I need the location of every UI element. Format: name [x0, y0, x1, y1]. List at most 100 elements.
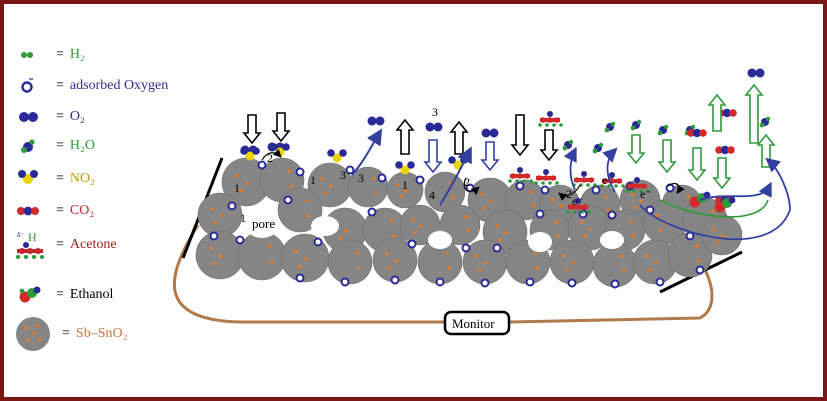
sb-dopant-dot — [715, 240, 720, 245]
sb-dopant-dot — [498, 238, 502, 242]
sb-dopant-dot — [475, 254, 479, 258]
sb-dopant-dot — [235, 173, 240, 178]
acetone-molecule — [554, 117, 560, 123]
adsorbed-oxygen-ion — [567, 278, 577, 288]
adsorbed-oxygen-ion — [227, 201, 237, 211]
no2-molecule — [327, 149, 335, 157]
step-arrow — [558, 184, 581, 202]
sb-dopant-dot — [338, 236, 342, 240]
legend-item-acetone: δ⁻ H = Acetone — [14, 228, 117, 262]
sb-dopant-dot — [394, 259, 398, 263]
no2-molecule — [332, 153, 342, 163]
acetone-molecule — [582, 204, 588, 210]
no2-molecule — [395, 161, 403, 169]
sno2-particle — [327, 239, 373, 285]
sb-dopant-dot — [210, 207, 214, 211]
svg-text:H: H — [28, 230, 37, 244]
acetone-molecule — [545, 123, 549, 127]
step-label: 1 — [240, 211, 246, 225]
reaction-arrow — [439, 146, 472, 206]
co2-molecule — [720, 145, 730, 155]
acetone-molecule — [607, 184, 611, 188]
sb-dopant-dot — [390, 219, 394, 223]
sb-dopant-dot — [721, 234, 725, 238]
acetone-molecule — [634, 183, 640, 189]
legend-label-co2: CO₂ — [69, 203, 95, 218]
electron-label: e⁻ — [572, 194, 584, 208]
legend-label-acetone: Acetone — [69, 237, 117, 252]
adsorption-arrow — [242, 114, 262, 145]
oxygen-molecule — [367, 116, 377, 126]
sb-dopant-dot — [550, 197, 555, 202]
adsorption-arrow — [510, 114, 530, 157]
carbon-dioxide-icon — [14, 198, 54, 224]
adsorbed-oxygen-ion — [340, 277, 350, 287]
adsorbed-oxygen-ion — [515, 181, 525, 191]
legend-label-ethanol: Ethanol — [69, 287, 114, 302]
sb-dopant-dot — [629, 220, 634, 224]
sb-dopant-dot — [374, 190, 378, 195]
sb-dopant-dot — [712, 227, 717, 232]
adsorbed-oxygen-ion — [535, 209, 545, 219]
acetone-molecule — [566, 210, 570, 214]
sb-dopant-dot — [559, 204, 563, 208]
acetone-molecule — [529, 179, 533, 183]
sb-dopant-dot — [483, 206, 487, 210]
sb-dopant-dot — [209, 246, 214, 251]
adsorbed-oxygen-ion — [665, 183, 675, 193]
acetone-molecule — [538, 123, 542, 127]
monitor-label: Monitor — [452, 316, 495, 331]
adsorbed-oxygen-ion — [492, 243, 502, 253]
sb-dopant-dot — [583, 234, 587, 238]
step-label: 1 — [402, 178, 408, 192]
desorption-arrow — [449, 120, 469, 155]
sb-dopant-dot — [344, 229, 348, 233]
co2-molecule — [722, 108, 732, 118]
legend-item-co2: = CO₂ — [14, 198, 94, 224]
no2-molecule — [448, 156, 456, 164]
sb-dopant-dot — [531, 203, 535, 208]
adsorbed-oxygen-ion — [283, 195, 293, 205]
acetone-molecule — [616, 178, 622, 184]
acetone-molecule — [593, 183, 597, 187]
acetone-molecule — [534, 181, 538, 185]
water-molecule — [604, 127, 610, 133]
adsorbed-oxygen-ion — [367, 207, 377, 217]
oxygen-molecule — [481, 128, 491, 138]
acetone-molecule — [543, 175, 549, 181]
acetone-molecule — [621, 184, 625, 188]
sb-dopant-dot — [399, 194, 403, 199]
adsorbed-oxygen-ion — [407, 239, 417, 249]
sb-dopant-dot — [388, 266, 392, 270]
adsorbed-oxygen-ion — [540, 185, 550, 195]
sb-dopant-dot — [686, 195, 691, 199]
sb-dopant-dot — [419, 224, 423, 228]
legend-label-o2: O₂ — [69, 109, 85, 124]
legend-equals: = — [56, 287, 64, 302]
step-arrow — [667, 182, 685, 194]
adsorbed-oxygen-ion — [235, 235, 245, 245]
acetone-molecule — [586, 183, 590, 187]
step-label: 2 — [566, 187, 572, 201]
adsorbed-oxygen-ion — [257, 160, 267, 170]
legend-label-no2: NO₂ — [69, 171, 96, 186]
sb-dopant-dot — [372, 177, 377, 181]
adsorbed-oxygen-ion — [607, 210, 617, 220]
sb-dopant-dot — [289, 184, 293, 188]
adsorbed-oxygen-ion — [295, 167, 305, 177]
acetone-molecule — [573, 210, 577, 214]
water-molecule — [562, 145, 568, 151]
sb-dopant-dot — [658, 228, 662, 232]
acetone-molecule — [602, 178, 608, 184]
step-label: 1 — [234, 181, 240, 195]
acetone-molecule — [508, 179, 512, 183]
acetone-molecule — [625, 189, 629, 193]
acetone-molecule — [517, 173, 523, 179]
acetone-molecule — [541, 181, 545, 185]
sb-dopant-dot — [445, 251, 449, 255]
no2-molecule — [339, 149, 347, 157]
acetone-molecule — [634, 177, 640, 183]
legend-item-h2o: = H₂O — [14, 133, 95, 159]
adsorbed-oxygen-ion — [480, 278, 490, 288]
